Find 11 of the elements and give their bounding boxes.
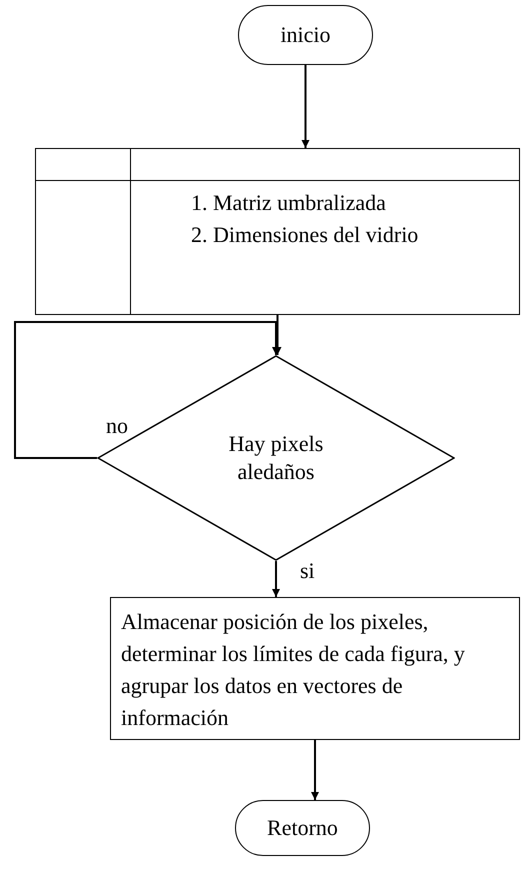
arrow: [311, 740, 319, 800]
terminal-box: Retorno: [235, 800, 370, 856]
arrow: [302, 65, 310, 148]
arrow: [272, 561, 280, 597]
list-item: 2. Dimensiones del vidrio: [191, 221, 420, 249]
arrow: [274, 315, 282, 355]
terminal-box: inicio: [238, 5, 373, 65]
table-box: [35, 148, 520, 315]
decision-text: Hay pixels aledaños: [228, 430, 324, 486]
list-item: 1. Matriz umbralizada: [191, 189, 387, 217]
process-box: Almacenar posición de los pixeles, determinar los límites de cada figura, y agrupar los datos en vectores de información: [110, 597, 520, 740]
